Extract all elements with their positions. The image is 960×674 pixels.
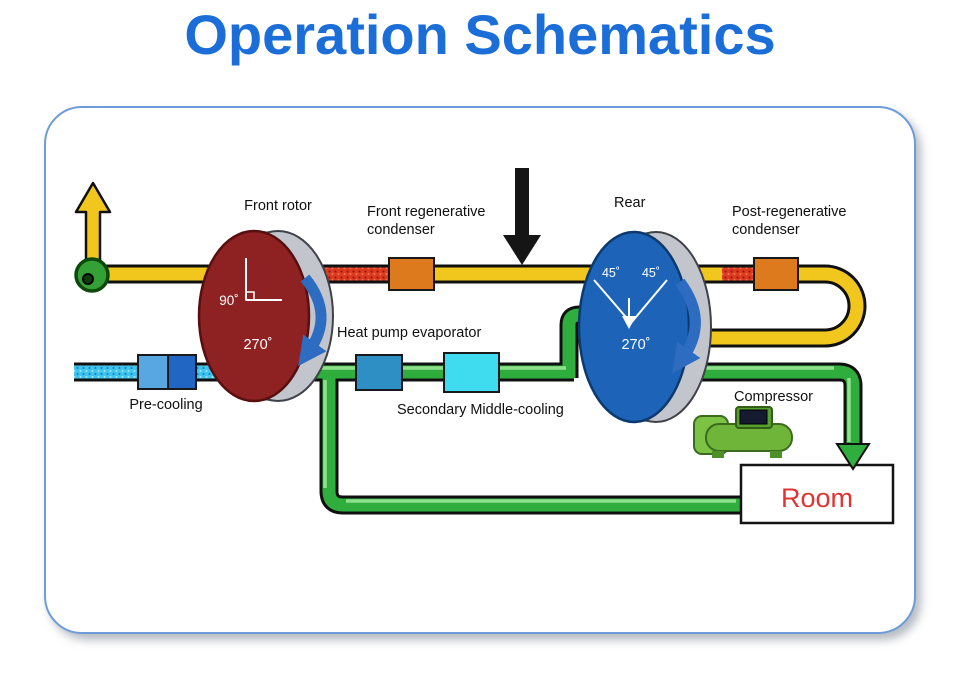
- schematic-drawing: 90˚ 270˚ 45˚ 45˚ 270˚: [74, 168, 895, 525]
- front-rotor: 90˚ 270˚: [197, 229, 334, 403]
- pipe-regeneration-return: [644, 267, 864, 345]
- post-regenerative-condenser-label: Post-regenerative condenser: [732, 204, 847, 238]
- pipe-supply-to-room: [652, 365, 860, 446]
- rear-rotor-45-left-label: 45˚: [602, 266, 620, 280]
- front-rotor-270-label: 270˚: [243, 337, 272, 353]
- front-rotor-label: Front rotor: [244, 198, 312, 214]
- front-rotor-90-label: 90˚: [219, 293, 239, 308]
- supply-to-room-arrowhead: [835, 443, 871, 471]
- pipe-bypass-to-room: [322, 372, 743, 512]
- pre-cooling-label: Pre-cooling: [129, 397, 203, 413]
- secondary-middle-cooling-box: [443, 352, 500, 393]
- rear-rotor-rotation-arrow: [672, 278, 701, 374]
- front-regenerative-condenser-box: [388, 257, 435, 291]
- heat-pump-evaporator-box: [355, 354, 403, 391]
- pre-cooling-box-dark: [167, 354, 197, 390]
- rear-rotor-center-arrow: [622, 316, 636, 329]
- heat-pump-evaporator-label: Heat pump evaporator: [337, 325, 482, 341]
- secondary-middle-cooling-label: Secondary Middle-cooling: [397, 402, 564, 418]
- room-label: Room: [781, 483, 853, 513]
- pre-cooling-box-light: [137, 354, 169, 390]
- compressor-label: Compressor: [734, 389, 813, 405]
- compressor-illustration: [693, 406, 793, 458]
- room-box: [739, 463, 895, 525]
- front-regenerative-condenser-label: Front regenerative condenser: [367, 204, 486, 238]
- right-angle-mark: [245, 291, 255, 301]
- page-title: Operation Schematics: [184, 3, 776, 66]
- rear-rotor-270-label: 270˚: [621, 337, 650, 353]
- rear-rotor-label: Rear: [614, 195, 646, 211]
- rear-rotor-45-right-label: 45˚: [642, 266, 660, 280]
- post-regenerative-condenser-box: [753, 257, 799, 291]
- inlet-down-arrow: [503, 168, 541, 265]
- blower-icon: [74, 257, 110, 293]
- front-rotor-rotation-arrow: [298, 274, 327, 367]
- schematic-panel: 90˚ 270˚ 45˚ 45˚ 270˚: [44, 106, 916, 634]
